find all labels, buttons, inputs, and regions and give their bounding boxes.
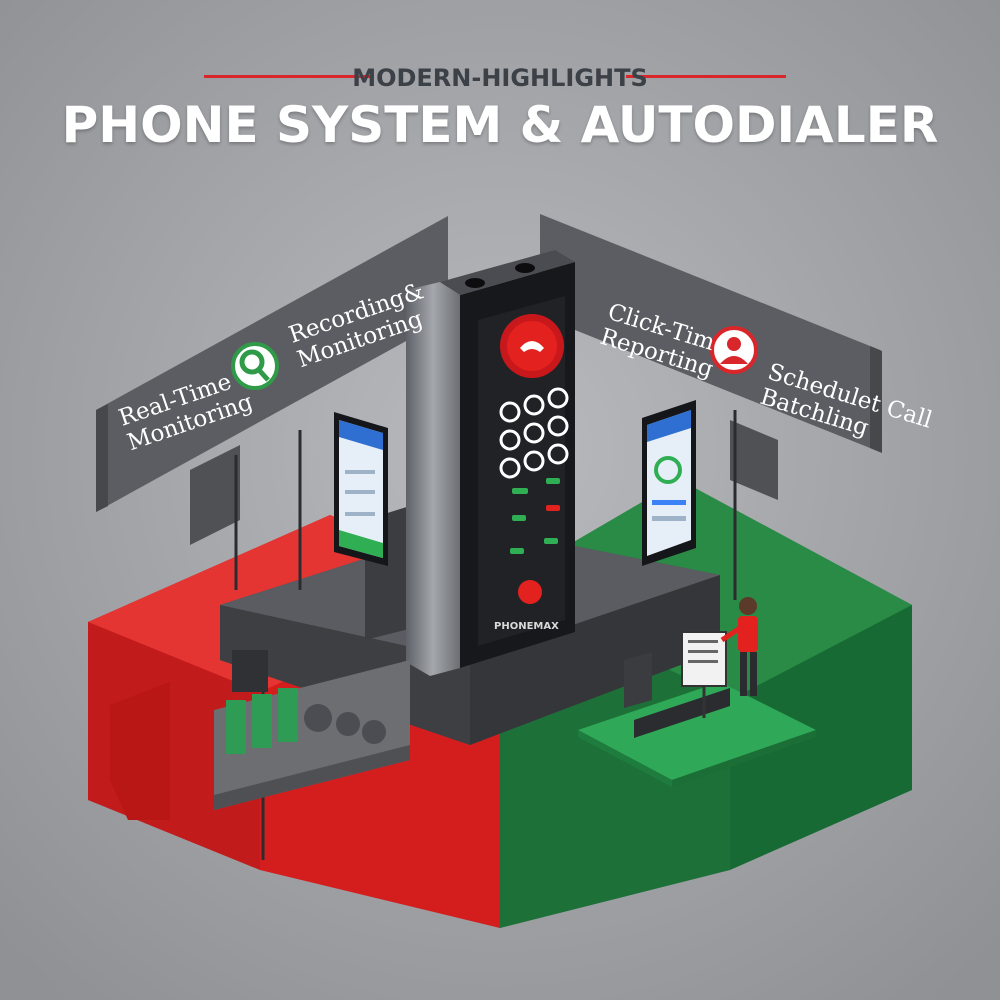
- page-title: PHONE SYSTEM & AUTODIALER: [61, 96, 939, 154]
- keypad: [499, 387, 569, 479]
- header-rule-right: [626, 75, 786, 78]
- user-icon: [710, 326, 758, 374]
- device-brand-label: PHONEMAX: [494, 621, 559, 632]
- server-tray: [214, 650, 410, 810]
- device-buttons: [510, 478, 560, 604]
- banner-right: [540, 214, 882, 500]
- header-eyebrow: MODERN-HIGHLIGHTS: [352, 64, 648, 92]
- search-icon: [231, 342, 279, 390]
- smartphone-left: [334, 412, 388, 566]
- smartphone-right: [642, 400, 696, 566]
- header-rule-left: [204, 75, 374, 78]
- workstation: [578, 631, 816, 787]
- person-figure: [720, 597, 758, 696]
- call-button: [500, 314, 564, 378]
